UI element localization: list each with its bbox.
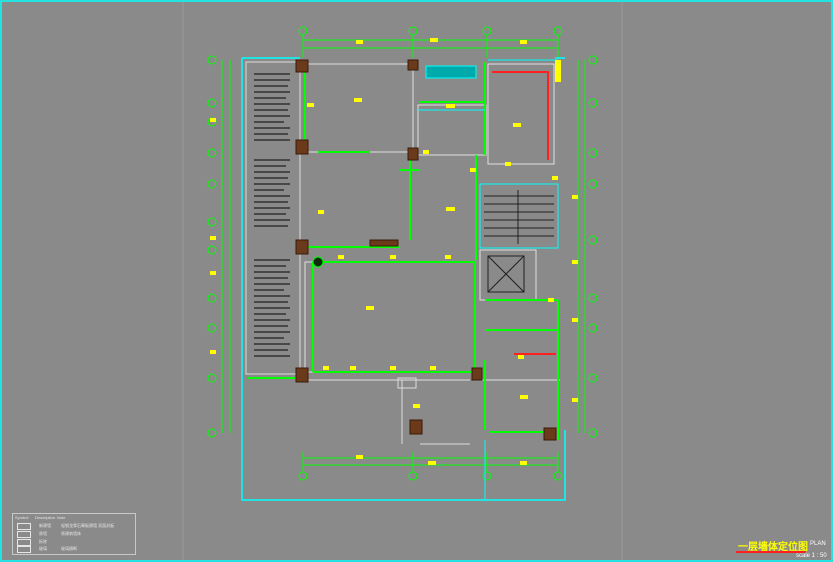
- new-walls: [248, 62, 559, 440]
- legend-table: Symbol Description Note 新建墙 轻钢龙骨石膏板隔墙 双面…: [12, 513, 136, 555]
- drawing-label: PLAN: [810, 541, 826, 547]
- column-round: [312, 256, 324, 268]
- legend-desc: 原建筑墙体: [61, 531, 81, 536]
- legend-desc: 玻璃隔断: [61, 546, 77, 551]
- room-tags: [210, 38, 578, 465]
- exterior-wall-white: [245, 61, 301, 375]
- right-grid-bubbles: [588, 55, 598, 438]
- legend-code: 原墙: [39, 531, 47, 536]
- legend-header-description: Description: [35, 515, 56, 520]
- legend-row: 原墙 原建筑墙体: [15, 530, 133, 538]
- legend-row: 玻璃 玻璃隔断: [15, 545, 133, 553]
- drawing-title: 一层墙体定位图: [738, 542, 808, 553]
- title-underline: [736, 551, 806, 553]
- left-hatch-area: [254, 73, 290, 357]
- legend-header-note: Note: [57, 515, 66, 520]
- legend-swatch: [17, 546, 31, 553]
- bottom-grid-bubbles: [298, 471, 563, 481]
- legend-row: 新建墙 轻钢龙骨石膏板隔墙 双面封板: [15, 522, 133, 530]
- right-dimension: [577, 60, 586, 433]
- left-grid-bubbles: [207, 55, 217, 438]
- legend-code: 拆除: [39, 539, 47, 544]
- vent-grille: [425, 65, 477, 79]
- columns: [295, 59, 557, 441]
- drawing-scale: scale 1 : 50: [796, 553, 827, 559]
- legend-code: 新建墙: [39, 523, 51, 528]
- left-dimension: [221, 60, 231, 433]
- legend-desc: 轻钢龙骨石膏板隔墙 双面封板: [61, 523, 115, 528]
- legend-swatch: [17, 531, 31, 538]
- legend-swatch: [17, 539, 31, 546]
- legend-code: 玻璃: [39, 546, 47, 551]
- stair: [484, 190, 554, 244]
- top-grid-bubbles: [298, 26, 563, 36]
- existing-walls: [300, 63, 560, 381]
- glass-partitions: [418, 59, 559, 500]
- legend-row: 拆除: [15, 538, 133, 546]
- legend-header-symbol: Symbol: [15, 515, 29, 520]
- title-block: 一层墙体定位图 PLAN scale 1 : 50: [734, 536, 833, 562]
- demolish-walls: [492, 71, 556, 355]
- legend-swatch: [17, 523, 31, 530]
- entrance: [397, 377, 470, 445]
- elevator-shaft: [487, 255, 525, 293]
- building-outline: [241, 57, 566, 501]
